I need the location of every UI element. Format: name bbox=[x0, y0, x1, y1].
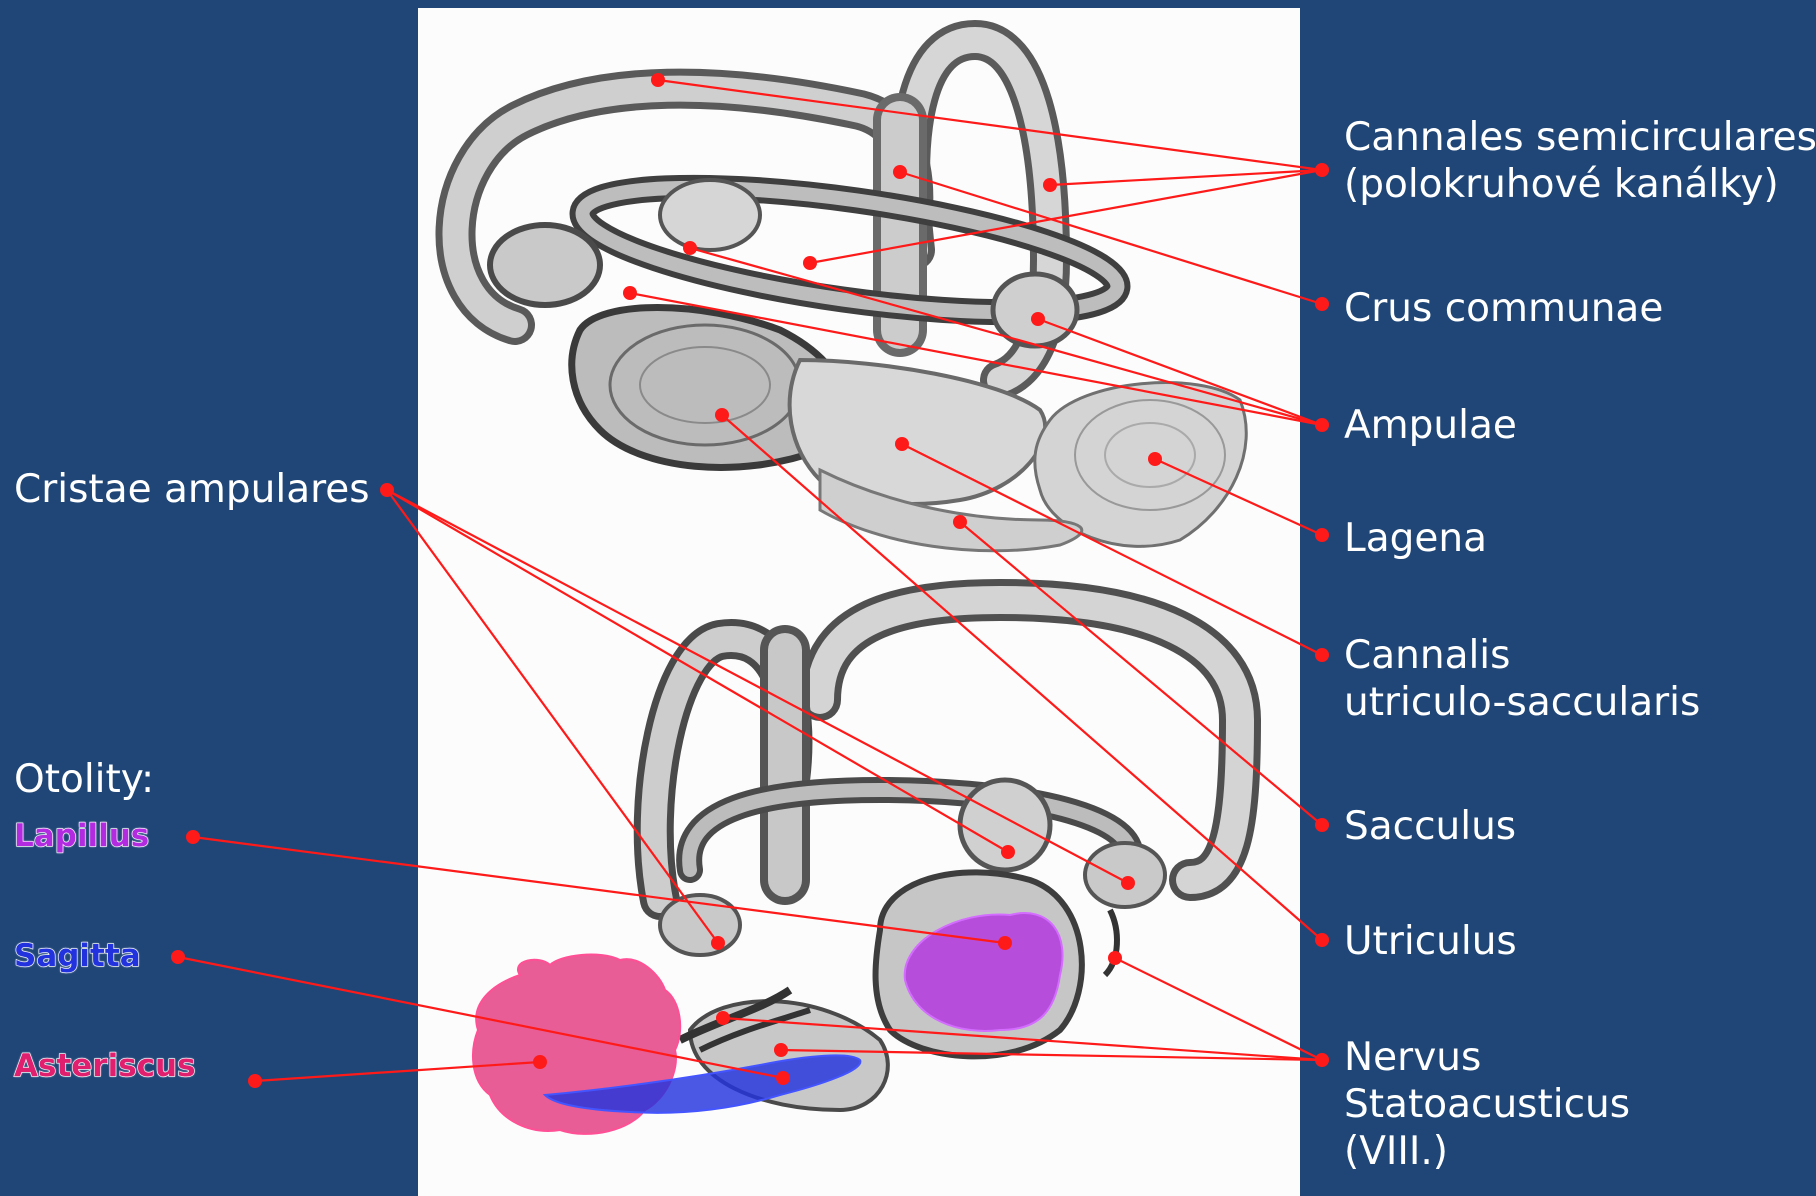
label-asteriscus: Asteriscus bbox=[14, 1047, 196, 1085]
label-lapillus: Lapillus bbox=[14, 817, 149, 855]
label-crus: Crus communae bbox=[1344, 285, 1663, 332]
label-nervus-line3: (VIII.) bbox=[1344, 1128, 1630, 1175]
label-nervus-line1: Nervus bbox=[1344, 1034, 1630, 1081]
label-sagitta: Sagitta bbox=[14, 937, 141, 975]
label-lagena: Lagena bbox=[1344, 515, 1487, 562]
label-cannalis-line2: utriculo-saccularis bbox=[1344, 679, 1700, 726]
label-cannalis: Cannalis utriculo-saccularis bbox=[1344, 632, 1700, 726]
label-cannales-line2: (polokruhové kanálky) bbox=[1344, 161, 1816, 208]
label-cannales: Cannales semicirculares (polokruhové kan… bbox=[1344, 114, 1816, 208]
label-otolity: Otolity: bbox=[14, 756, 154, 803]
label-nervus: Nervus Statoacusticus (VIII.) bbox=[1344, 1034, 1630, 1175]
label-utriculus: Utriculus bbox=[1344, 918, 1517, 965]
label-cannalis-line1: Cannalis bbox=[1344, 632, 1700, 679]
label-nervus-line2: Statoacusticus bbox=[1344, 1081, 1630, 1128]
label-cannales-line1: Cannales semicirculares bbox=[1344, 114, 1816, 161]
label-ampulae: Ampulae bbox=[1344, 402, 1517, 449]
label-cristae: Cristae ampulares bbox=[14, 466, 370, 513]
label-sacculus: Sacculus bbox=[1344, 803, 1516, 850]
